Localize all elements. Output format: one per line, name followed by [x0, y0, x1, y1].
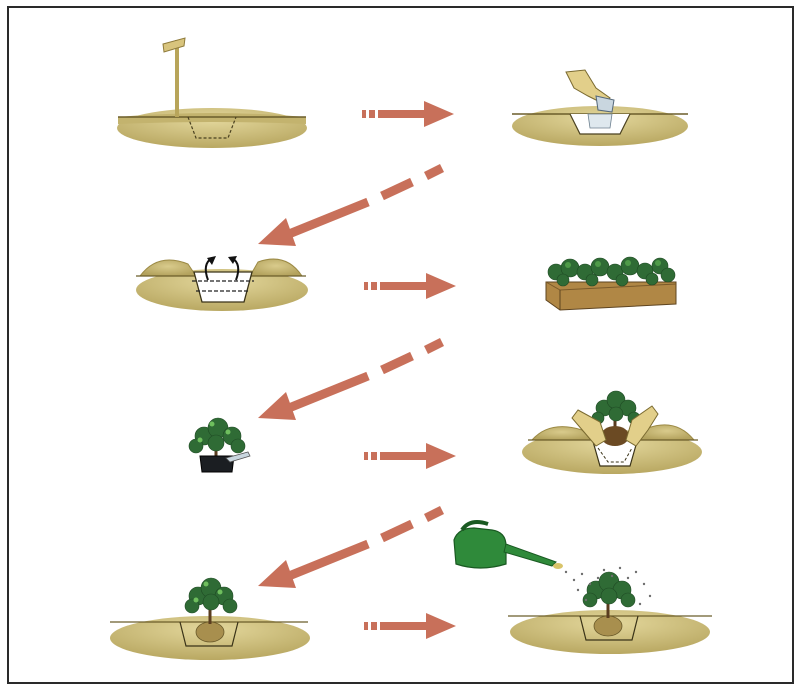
- step-5-seedling-cut-bag-icon: [189, 418, 250, 472]
- arrow-right-2: [364, 273, 456, 299]
- arrow-diagonal-2: [258, 342, 442, 420]
- arrow-right-4: [364, 613, 456, 639]
- step-8-watering-can-icon: [454, 522, 712, 654]
- step-4-seedling-crate-icon: [546, 257, 676, 310]
- step-2-hand-adding-fertilizer-icon: [512, 70, 688, 146]
- arrow-diagonal-1: [258, 168, 442, 246]
- step-1-stake-marked-pit-icon: [117, 38, 307, 148]
- step-6-hands-placing-seedling-icon: [522, 391, 702, 474]
- arrow-diagonal-3: [258, 510, 442, 588]
- step-3-pit-soil-layers-icon: [136, 256, 308, 311]
- arrow-right-3: [364, 443, 456, 469]
- step-7-seedling-planted-icon: [110, 578, 310, 660]
- arrow-right-1: [362, 101, 454, 127]
